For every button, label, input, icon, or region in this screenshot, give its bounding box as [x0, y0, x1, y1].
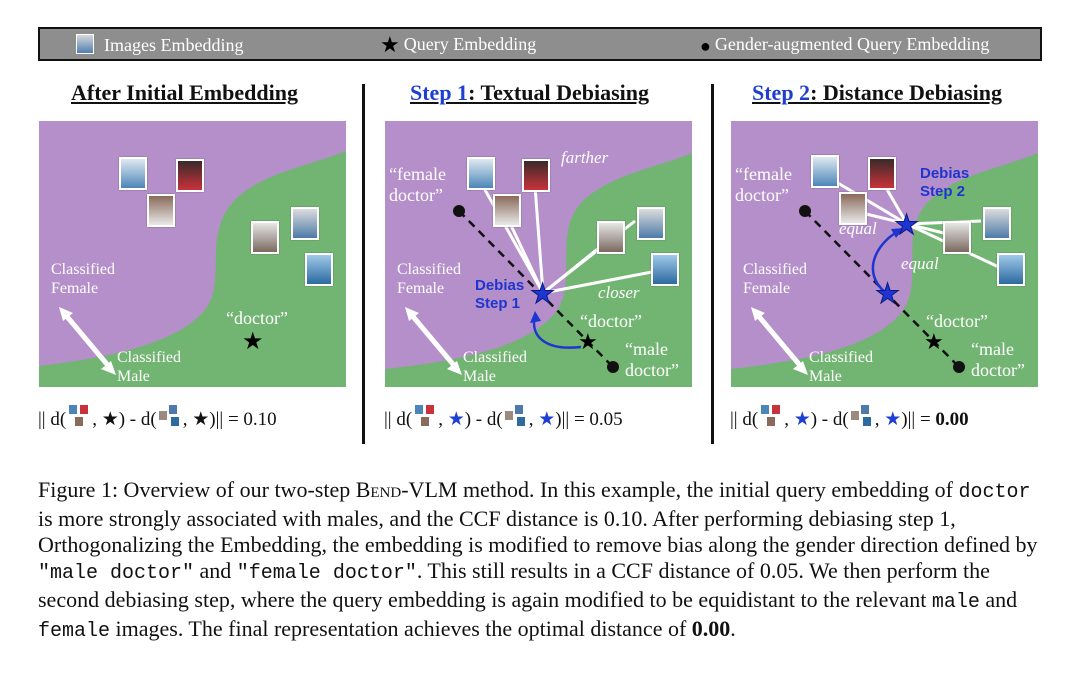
male-image: [637, 207, 665, 240]
gender-axis-arrow: [62, 311, 113, 371]
legend-bar: Images Embedding ★Query Embedding ●Gende…: [38, 27, 1042, 61]
female-image: [868, 157, 896, 190]
debiased-query-star: ★: [530, 279, 555, 310]
male-image: [597, 221, 625, 254]
male-images-icon: [157, 405, 183, 429]
figure-caption: Figure 1: Overview of our two-step Bend-…: [38, 477, 1038, 643]
panel-divider: [362, 84, 365, 444]
legend-augmented: ●Gender-augmented Query Embedding: [700, 34, 990, 56]
embedding-space: ★ ★: [385, 121, 692, 387]
blue-star-icon: ★: [793, 409, 811, 430]
gender-direction-line: [804, 210, 960, 368]
male-image: [943, 221, 971, 254]
male-region: [385, 153, 692, 387]
male-region: [39, 151, 346, 387]
ccf-formula-1: || d(, ★) - d(, ★)|| = 0.10: [38, 405, 277, 431]
gender-direction-line: [458, 210, 614, 368]
star-icon: ★: [380, 32, 400, 57]
arrow-head: [59, 307, 73, 321]
query-star: ★: [242, 329, 264, 355]
arrow-head: [751, 307, 765, 321]
query-star: ★: [578, 329, 598, 354]
blue-star-icon: ★: [884, 409, 902, 430]
female-image: [147, 194, 175, 227]
male-image: [305, 253, 333, 286]
male-image: [651, 253, 679, 286]
male-images-icon: [503, 405, 529, 429]
arrow-head: [101, 361, 116, 375]
panel1-title: After Initial Embedding: [71, 80, 298, 105]
ccf-formula-3: || d(, ★) - d(, ★)|| = 0.00: [730, 405, 969, 431]
query-star: ★: [924, 329, 944, 354]
ccf-formula-2: || d(, ★) - d(, ★)|| = 0.05: [384, 405, 623, 431]
doctor-label: “doctor”: [580, 311, 642, 331]
panel2-title: Step 1: Textual Debiasing: [410, 80, 649, 105]
male-image: [997, 253, 1025, 286]
female-doctor-point: [799, 205, 811, 217]
star-icon: ★: [101, 409, 119, 430]
female-image: [839, 192, 867, 225]
image-thumbnail-icon: [76, 34, 94, 54]
male-image: [251, 221, 279, 254]
female-image: [522, 159, 550, 192]
gender-axis-arrow: [408, 311, 459, 371]
female-image: [467, 157, 495, 190]
female-images-icon: [758, 405, 784, 429]
male-doctor-point: [607, 361, 619, 373]
arrow-head: [530, 311, 541, 323]
blue-star-icon: ★: [538, 409, 556, 430]
dot-icon: ●: [700, 36, 711, 56]
female-image: [119, 157, 147, 190]
closer-label: closer: [598, 283, 640, 302]
equal-label: equal: [901, 254, 939, 273]
doctor-label: “doctor”: [926, 311, 988, 331]
male-images-icon: [849, 405, 875, 429]
arrow-head: [891, 228, 904, 238]
arrow-head: [447, 361, 462, 375]
male-doctor-point: [953, 361, 965, 373]
step1-query-star: ★: [875, 279, 900, 310]
male-image: [983, 207, 1011, 240]
female-images-icon: [66, 405, 92, 429]
male-image: [291, 207, 319, 240]
female-doctor-point: [453, 205, 465, 217]
panel-divider: [711, 84, 714, 444]
doctor-label: “doctor”: [226, 308, 288, 328]
panel3-title: Step 2: Distance Debiasing: [752, 80, 1002, 105]
equal-label: equal: [839, 219, 877, 238]
male-region: [731, 153, 1038, 387]
female-image: [493, 194, 521, 227]
legend-query: ★Query Embedding: [380, 32, 537, 57]
debiased-query-star: ★: [894, 210, 919, 241]
female-image: [811, 155, 839, 188]
arrow-head: [793, 361, 808, 375]
arrow-head: [405, 307, 419, 321]
farther-label: farther: [561, 148, 609, 167]
blue-star-icon: ★: [447, 409, 465, 430]
gender-axis-arrow: [754, 311, 805, 371]
female-images-icon: [412, 405, 438, 429]
legend-images: Images Embedding: [76, 34, 243, 56]
step2-arrow: [871, 229, 900, 294]
female-image: [176, 159, 204, 192]
star-icon: ★: [192, 409, 210, 430]
